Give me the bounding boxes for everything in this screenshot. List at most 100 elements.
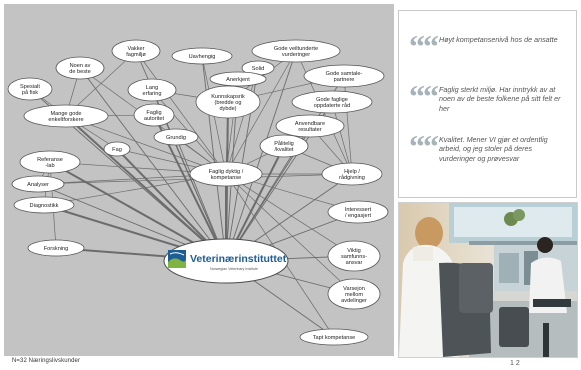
edge-center-mange [65, 115, 227, 262]
node-forskning: Forskning [27, 239, 85, 257]
node-fagligdyktig: Faglig dyktig /kompetanse [189, 161, 263, 187]
node-label: de beste [69, 69, 90, 75]
node-label: Kunnskapsrik [211, 94, 245, 100]
node-label: Faglig dyktig / [209, 169, 244, 175]
edge-fagligdyktig-solid [225, 67, 259, 175]
edge-godefaglige-hjelp [331, 101, 353, 175]
node-bubble [103, 141, 131, 157]
node-label: autoritet [144, 116, 165, 122]
node-label: Grundig [166, 135, 186, 141]
quote-mark-icon: ““ [409, 78, 439, 114]
node-samarb: Gode samtale-partnere [303, 64, 385, 88]
node-tapt: Tapt kompetanse [299, 328, 369, 346]
node-bubble [303, 64, 385, 88]
node-bubble [291, 90, 373, 114]
node-bubble [299, 328, 369, 346]
edge-varsel-fagligdyktig [225, 173, 355, 295]
node-label: Interessert [345, 207, 372, 213]
node-bubble [7, 77, 53, 101]
node-bubble [327, 240, 381, 272]
node-label: Spesialt [20, 84, 40, 90]
node-label: enkeltforskere [48, 117, 83, 123]
page-number: 1 2 [510, 360, 520, 367]
node-bubble [133, 103, 175, 127]
node-label: Pålitelig [274, 140, 294, 147]
node-label: -lab [45, 163, 54, 169]
node-label: Diagnostikk [30, 203, 59, 209]
node-grundig: Grundig [153, 128, 199, 146]
node-bubble [327, 200, 389, 224]
node-bubble [251, 39, 341, 63]
node-referanse: Referanse-lab [19, 150, 81, 174]
node-label: kompetanse [211, 175, 241, 181]
node-label: Viktig [347, 248, 361, 254]
quote-text: Høyt kompetansenivå hos de ansatte [439, 35, 558, 44]
node-label: mellom [345, 292, 363, 298]
node-label: ansvar [346, 260, 363, 266]
edge-center-noen [79, 67, 227, 262]
node-label: Hjelp / [344, 169, 360, 175]
laboratory-workers-image [399, 203, 577, 357]
node-bubble [23, 104, 109, 128]
node-analyser: Analyser [11, 175, 65, 193]
node-label: Solid [252, 66, 264, 72]
node-bubble [127, 78, 177, 102]
center-logo-node: Veterinærinstituttet Norwegian Veterinar… [163, 238, 289, 284]
node-label: Anvendbare [295, 121, 325, 127]
node-bubble [195, 85, 261, 119]
logo-name: Veterinærinstituttet [190, 253, 287, 265]
node-interessert: Interessert/ engasjert [327, 200, 389, 224]
sample-size-note: N=32 Næringslivskunder [12, 358, 81, 364]
node-label: Analyser [27, 182, 49, 188]
vi-logo-icon [168, 250, 186, 268]
quote-text: Kvalitet. Mener VI gjør et ordentlig arb… [439, 135, 548, 163]
node-label: Mange gode [50, 111, 81, 117]
node-label: resultater [298, 127, 321, 133]
quote-mark-icon: ““ [409, 128, 439, 164]
logo-subtitle: Norwegian Veterinary Institute [210, 267, 258, 271]
quote-3: ““ Kvalitet. Mener VI gjør et ordentlig … [409, 128, 569, 164]
edge-viktig-fagligdyktig [225, 173, 355, 257]
node-label: Anerkjent [226, 77, 250, 83]
node-label: avdelinger [341, 298, 367, 304]
node-label: Vakker [128, 46, 145, 52]
node-bubble [55, 56, 105, 80]
edge-center-godevel [225, 50, 297, 262]
lab-photo [398, 202, 578, 358]
edge-fagligdyktig-godevel [225, 50, 297, 175]
node-anerkjent: Anerkjent [209, 71, 267, 87]
node-label: Gode faglige [316, 97, 348, 103]
node-label: partnere [334, 77, 355, 83]
node-label: på fisk [22, 89, 38, 96]
node-label: Tapt kompetanse [313, 335, 356, 341]
node-label: samfunns- [341, 254, 367, 260]
node-bubble [13, 196, 75, 214]
quote-2: ““ Faglig sterkt miljø. Har inntrykk av … [409, 78, 569, 114]
node-bubble [321, 162, 383, 186]
node-label: Gode veiltunderte [274, 46, 318, 52]
node-label: fagmiljø [126, 52, 146, 58]
node-label: Faglig [146, 110, 161, 116]
node-label: erfaring [143, 91, 162, 97]
edge-fagligdyktig-vakker [135, 50, 227, 175]
node-bubble [153, 128, 199, 146]
node-bubble [11, 175, 65, 193]
node-bubble [327, 278, 381, 310]
node-bubble [209, 71, 267, 87]
node-label: rådgivning [339, 174, 365, 181]
node-bubble [189, 161, 263, 187]
node-diagnostikk: Diagnostikk [13, 196, 75, 214]
node-bubble [275, 114, 345, 138]
node-bubble [27, 239, 85, 257]
